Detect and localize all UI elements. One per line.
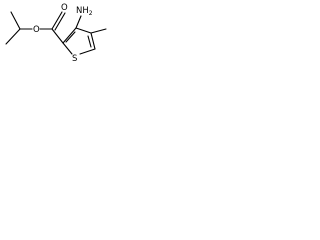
carbonyl-oxygen-label: O: [61, 3, 68, 13]
bond-c5-c4: [90, 32, 96, 50]
amino-label: NH2: [76, 6, 93, 17]
bond-c3-c2: [62, 27, 77, 44]
bond-c3-amino: [75, 15, 82, 29]
bond-c2-s: [62, 42, 73, 55]
bond-c4-c3: [75, 27, 92, 34]
ester-oxygen-label: O: [33, 25, 40, 35]
amino-main-label: NH: [76, 6, 89, 16]
bond-s-c5: [79, 48, 96, 55]
bond-carbonyl-to-ring: [51, 28, 64, 44]
bond-isopropyl-lower: [5, 28, 21, 45]
bond-c4-methyl: [90, 28, 107, 34]
ring-sulfur-label: S: [72, 54, 77, 64]
bond-c5-c4-inner: [87, 35, 92, 48]
molecule-structure: O O S NH2: [5, 3, 107, 64]
molecule-figure: O O S NH2: [0, 0, 122, 64]
bond-carbonyl-double-1: [51, 11, 63, 30]
bond-c3-c2-inner: [65, 31, 76, 43]
bond-carbonyl-double-2: [54, 12, 66, 31]
amino-subscript-label: 2: [89, 10, 93, 17]
bond-isopropyl-upper: [10, 11, 21, 30]
